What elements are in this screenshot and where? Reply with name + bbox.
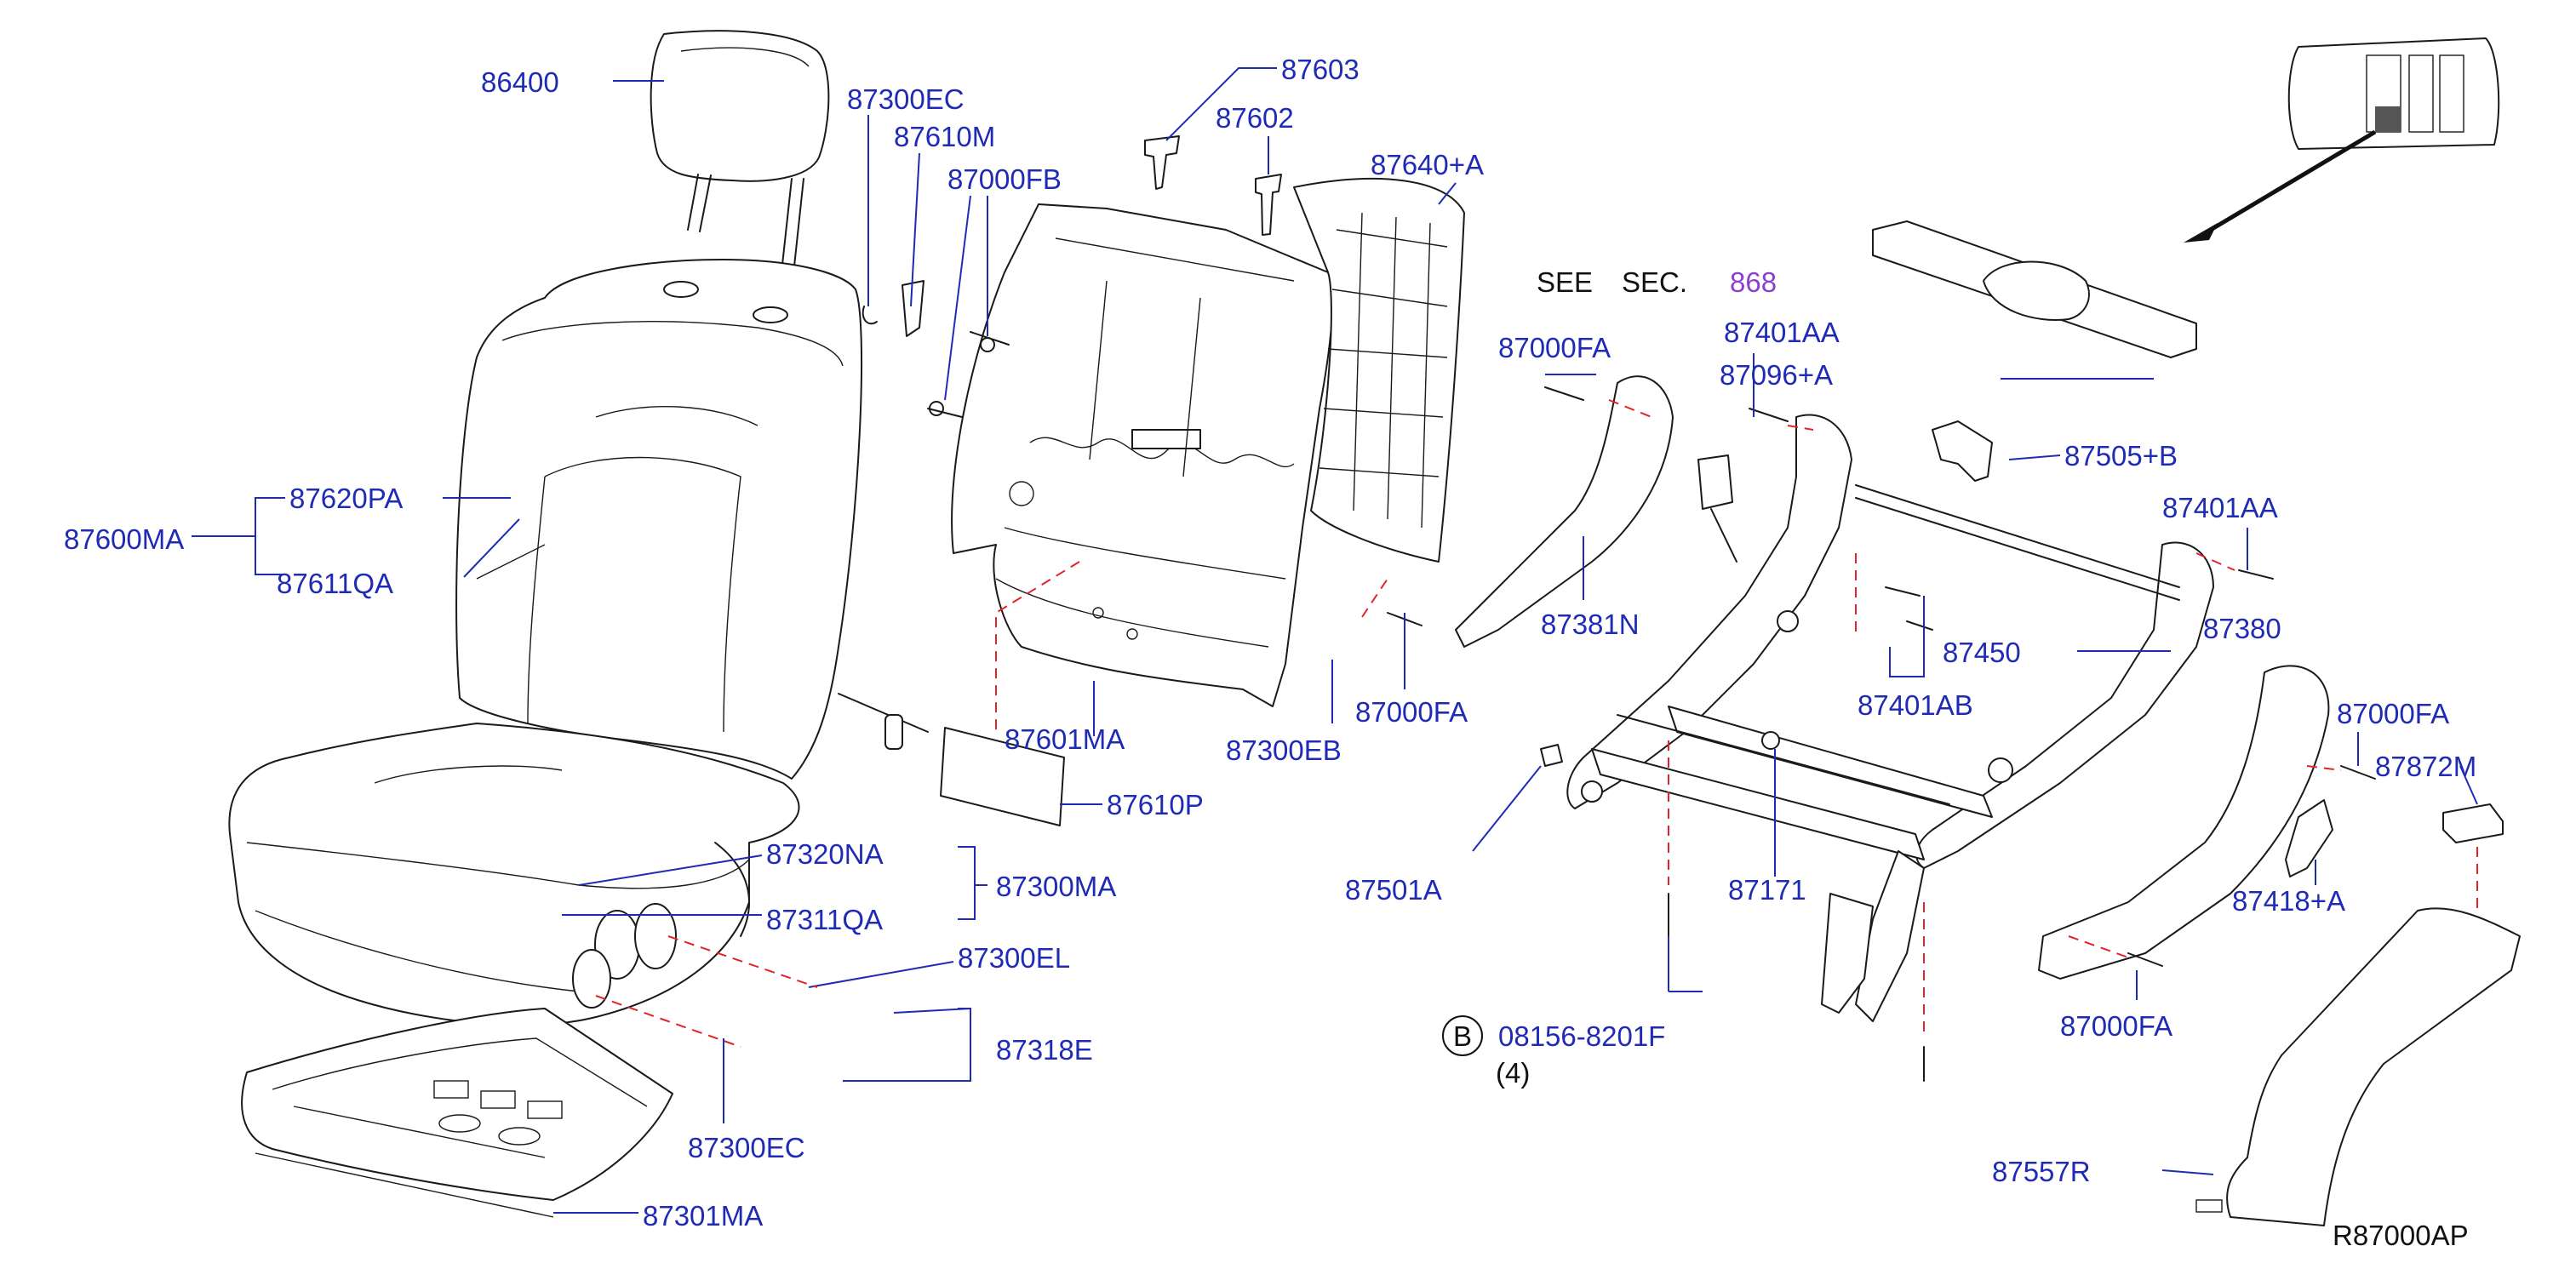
inner-trim-cover	[1455, 375, 1674, 648]
label-87602: 87602	[1216, 102, 1294, 134]
seat-back-frame	[951, 203, 1334, 707]
label-87611qa: 87611QA	[277, 568, 393, 599]
label-87557r: 87557R	[1992, 1156, 2091, 1187]
label-87300el: 87300EL	[958, 942, 1070, 974]
label-87418a: 87418+A	[2232, 885, 2345, 917]
bolt-ref-circle	[1442, 1015, 1483, 1056]
seat-adjuster-frame	[1566, 414, 2214, 1022]
label-87501a: 87501A	[1345, 874, 1442, 906]
section-number: 868	[1730, 266, 1777, 298]
label-87401aa-2: 87401AA	[2162, 492, 2278, 523]
bracket	[1932, 420, 1993, 482]
bolt-ref-qty: (4)	[1496, 1057, 1530, 1089]
label-87610m: 87610M	[894, 121, 995, 152]
label-08156-8201f: 08156-8201F	[1498, 1020, 1665, 1052]
dashed-leaders	[595, 399, 2478, 1048]
cap-piece	[2442, 803, 2504, 843]
headrest	[650, 30, 830, 275]
label-87311qa: 87311QA	[766, 904, 883, 935]
label-87380: 87380	[2203, 613, 2281, 644]
vehicle-location-inset	[2184, 37, 2500, 243]
seat-back-board	[1293, 178, 1465, 563]
section-see: SEE	[1537, 266, 1593, 298]
seat-cushion-assembly	[228, 723, 800, 1026]
label-87640a: 87640+A	[1371, 149, 1484, 180]
label-87601ma: 87601MA	[1005, 723, 1125, 755]
label-87301ma: 87301MA	[643, 1200, 763, 1232]
label-87318e: 87318E	[996, 1034, 1093, 1066]
label-87320na: 87320NA	[766, 838, 884, 870]
outer-side-cover	[2038, 665, 2330, 980]
clips-top	[862, 135, 1282, 416]
seat-pan-frame	[241, 1008, 673, 1218]
seat-belt-buckle	[1697, 454, 1737, 563]
label-87603: 87603	[1281, 54, 1360, 85]
label-87450: 87450	[1943, 637, 2021, 668]
upper-rail-trim	[1872, 220, 2197, 358]
label-87000fb: 87000FB	[947, 163, 1062, 195]
label-87620pa: 87620PA	[289, 483, 403, 514]
label-87000fa-3: 87000FA	[2337, 698, 2449, 729]
seat-back-assembly	[455, 259, 863, 780]
label-87401ab: 87401AB	[1858, 689, 1973, 721]
leader-lines	[192, 67, 2478, 1214]
label-87300eb: 87300EB	[1226, 734, 1342, 766]
bolt-ref-letter: B	[1453, 1020, 1472, 1052]
label-87300ec-top: 87300EC	[847, 83, 965, 115]
label-87872m: 87872M	[2375, 751, 2476, 782]
lumbar-support	[838, 693, 1065, 826]
label-87000fa-1: 87000FA	[1498, 332, 1611, 363]
label-87300ec-bot: 87300EC	[688, 1132, 805, 1163]
label-87401aa-1: 87401AA	[1724, 317, 1840, 348]
label-87600ma: 87600MA	[64, 523, 184, 555]
section-sec: SEC.	[1622, 266, 1687, 298]
label-87610p: 87610P	[1107, 789, 1204, 820]
label-87000fa-4: 87000FA	[2060, 1010, 2172, 1042]
label-87096a: 87096+A	[1720, 359, 1833, 391]
side-finisher	[2195, 907, 2521, 1226]
label-87000fa-2: 87000FA	[1355, 696, 1468, 728]
label-87300ma: 87300MA	[996, 871, 1116, 902]
recliner-knob	[2285, 799, 2333, 877]
label-87381n: 87381N	[1541, 609, 1640, 640]
figure-code: R87000AP	[2333, 1220, 2469, 1251]
label-86400: 86400	[481, 66, 559, 98]
part-labels: 86400 87300EC 87610M 87000FB 87603 87602…	[64, 54, 2476, 1251]
label-87171: 87171	[1728, 874, 1806, 906]
label-87505b: 87505+B	[2064, 440, 2178, 471]
